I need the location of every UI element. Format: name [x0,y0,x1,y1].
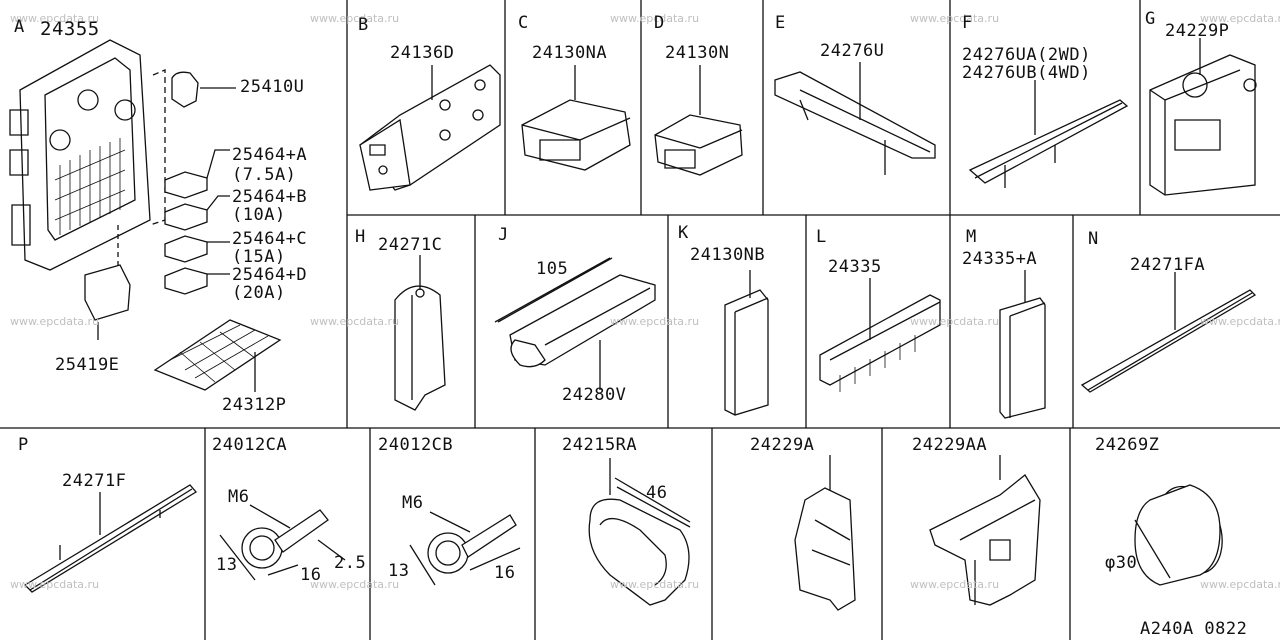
watermark: www.epcdata.ru [10,12,100,25]
part-number-fuse-block: 24355 [40,18,100,40]
part-number-bracket-a: 25419E [55,355,120,375]
part-number-d: 24130N [665,43,730,63]
tie-clip-drawing [395,255,445,410]
watermark: www.epcdata.ru [610,12,700,25]
watermark: www.epcdata.ru [1200,578,1280,591]
watermark: www.epcdata.ru [310,578,400,591]
dimension-cb-13: 13 [388,561,410,581]
thread-size-ca: M6 [228,487,250,507]
watermark: www.epcdata.ru [910,578,1000,591]
watermark: www.epcdata.ru [610,578,700,591]
panel-letter-c: C [518,13,529,33]
protector-tube-drawing [495,258,655,390]
watermark: www.epcdata.ru [910,315,1000,328]
dimension-ca-16: 16 [300,565,322,585]
bracket-drawing [360,65,500,190]
panel-letter-p: P [18,435,29,455]
part-number-ra: 24215RA [562,435,638,455]
fuse-rating-a: (7.5A) [232,165,297,185]
part-number-m: 24335+A [962,249,1038,269]
panel-letter-h: H [355,227,366,247]
watermark: www.epcdata.ru [1200,315,1280,328]
watermark: www.epcdata.ru [1200,12,1280,25]
part-number-24229a: 24229A [750,435,815,455]
part-number-fuse-c: 25464+C [232,229,308,249]
panel-letter-m: M [966,227,977,247]
part-number-l: 24335 [828,257,882,277]
panel-letter-b: B [358,15,369,35]
part-number-c: 24130NA [532,43,608,63]
connector-drawings [522,65,742,175]
panel-letter-n: N [1088,229,1099,249]
dimension-ca-13: 13 [216,555,238,575]
panel-letter-f: F [962,13,973,33]
panel-letter-k: K [678,223,689,243]
cap-drawing [1135,477,1234,585]
part-number-relay: 25410U [240,77,305,97]
part-number-b: 24136D [390,43,455,63]
part-number-label-sheet: 24312P [222,395,287,415]
part-number-fuse-a: 25464+A [232,145,308,165]
part-number-p: 24271F [62,471,127,491]
fuse-rating-c: (15A) [232,247,286,267]
watermark: www.epcdata.ru [10,315,100,328]
panel-letter-d: D [654,13,665,33]
panel-letter-l: L [816,227,827,247]
fuse-block-drawing [10,40,280,392]
panel-letter-a: A [14,17,25,37]
part-number-bolt-cb: 24012CB [378,435,454,455]
part-number-24229aa: 24229AA [912,435,988,455]
long-rail-drawings [25,272,1255,592]
part-number-24269z: 24269Z [1095,435,1160,455]
part-number-k: 24130NB [690,245,766,265]
part-number-f1: 24276UA(2WD) [962,45,1091,65]
watermark: www.epcdata.ru [910,12,1000,25]
watermark: www.epcdata.ru [310,315,400,328]
panel-letter-e: E [775,13,786,33]
dimension-j: 105 [536,259,569,279]
dimension-ca-2-5: 2.5 [334,553,367,573]
part-number-n: 24271FA [1130,255,1206,275]
bolt-drawings [220,505,520,585]
part-number-h: 24271C [378,235,443,255]
panel-letter-g: G [1145,9,1156,29]
watermark: www.epcdata.ru [310,12,400,25]
dimension-cb-16: 16 [494,563,516,583]
band-clip-drawing [589,458,690,605]
illustration-code: A240A 0822 [1140,619,1248,639]
harness-clip-drawings [795,455,1040,610]
part-number-f2: 24276UB(4WD) [962,63,1091,83]
fuse-icons [165,150,230,294]
fuse-rating-b: (10A) [232,205,286,225]
part-number-fuse-b: 25464+B [232,187,308,207]
rail-drawings [775,62,1127,188]
part-number-j: 24280V [562,385,627,405]
fuse-rating-d: (20A) [232,283,286,303]
part-number-g: 24229P [1165,21,1230,41]
watermark: www.epcdata.ru [10,578,100,591]
part-number-e: 24276U [820,41,885,61]
part-number-fuse-d: 25464+D [232,265,308,285]
watermark: www.epcdata.ru [610,315,700,328]
terminal-drawings [725,270,1045,418]
panel-letter-j: J [498,225,509,245]
dimension-arrows [498,258,690,527]
thread-size-cb: M6 [402,493,424,513]
dimension-z-diameter: φ30 [1105,553,1138,573]
part-number-bolt-ca: 24012CA [212,435,288,455]
multi-housing-drawing [820,278,940,392]
holder-clip-drawing [1150,38,1256,195]
dimension-ra: 46 [646,483,668,503]
